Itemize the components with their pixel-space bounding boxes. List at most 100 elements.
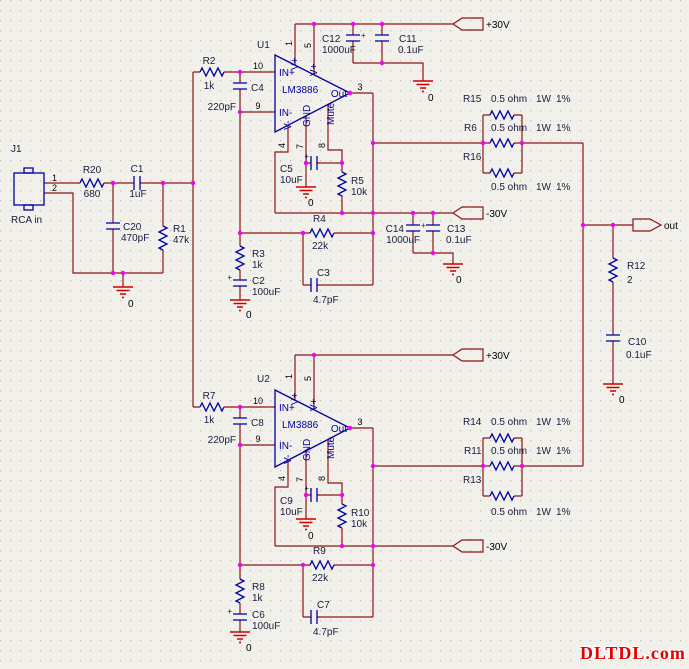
c1-value: 1uF (129, 189, 146, 200)
c11-symbol (375, 34, 389, 42)
capacitor-C6: + C6 100uF (227, 607, 280, 632)
c9-plus: + (304, 484, 309, 493)
u1-triangle (274, 53, 352, 134)
r14-tol: 1% (556, 417, 571, 428)
power-port-p30-ch2: +30V (451, 348, 510, 362)
capacitor-C13: C13 0.1uF (426, 224, 472, 246)
junction-dot (379, 21, 385, 27)
resistor-bank-ch1: R15 0.5 ohm 1W 1% R6 0.5 ohm 1W 1% R16 0… (463, 94, 571, 193)
r10-ref: R10 (351, 508, 370, 519)
u2-vplus2-label: V+ (309, 398, 320, 411)
c3-ref: C3 (317, 268, 330, 279)
out-port-shape (632, 218, 663, 232)
ground-c13: 0 (442, 263, 464, 286)
u1-vplus1-label: V+ (290, 57, 301, 70)
r11-ref: R11 (464, 446, 482, 457)
power-port-n30-ch1: -30V (451, 206, 507, 220)
p30-ch2-label: +30V (486, 351, 510, 362)
r15-watt: 1W (536, 94, 552, 105)
r20-value: 680 (84, 189, 101, 200)
junction-dot (110, 270, 116, 276)
ground-label: 0 (128, 299, 134, 310)
power-port-n30-ch2: -30V (451, 539, 507, 553)
junction-dot (300, 230, 306, 236)
capacitor-C20: C20 470pF (106, 222, 149, 244)
junction-dot (237, 442, 243, 448)
junction-dot (430, 250, 436, 256)
r13-tol: 1% (556, 507, 571, 518)
r6-ref: R6 (464, 123, 477, 134)
ground-c2: 0 (229, 299, 252, 321)
r3-value: 1k (252, 260, 264, 271)
n30-ch2-shape (451, 539, 484, 553)
u1-pin5: 5 (303, 43, 313, 48)
r9-value: 22k (312, 573, 329, 584)
wires-output (583, 224, 633, 384)
c2-plus: + (227, 273, 232, 282)
junction-dot (370, 140, 376, 146)
u2-vplus1-label: V+ (290, 392, 301, 405)
junction-dot (379, 60, 385, 66)
u1-mute-label: Mute (326, 102, 337, 125)
c1-symbol (133, 176, 141, 190)
power-port-p30-ch1: +30V (451, 17, 510, 31)
junction-dot (370, 543, 376, 549)
r1-value: 47k (173, 235, 190, 246)
r16-value: 0.5 ohm (491, 182, 527, 193)
junction-dot (370, 463, 376, 469)
junction-dot (237, 404, 243, 410)
u2-in-plus-label: IN+ (279, 403, 295, 414)
r12-ref: R12 (627, 261, 646, 272)
capacitor-C7: C7 4.7pF (310, 600, 339, 638)
ground-label: 0 (619, 395, 625, 406)
u1-pin7: 7 (295, 144, 305, 149)
ground-c5: 0 (295, 186, 317, 209)
junction-dot (370, 230, 376, 236)
ground-c11: 0 (412, 80, 434, 104)
u2-mute-label: Mute (326, 436, 337, 459)
junction-dot (480, 140, 486, 146)
capacitor-C4: C4 220pF (208, 82, 264, 113)
junction-dot (370, 562, 376, 568)
p30-ch1-shape (451, 17, 484, 31)
capacitor-C3: C3 4.7pF (310, 268, 339, 306)
c14-ref: C14 (386, 224, 405, 235)
r15-value: 0.5 ohm (491, 94, 527, 105)
c14-plus: + (421, 221, 426, 230)
ground-input: 0 (112, 286, 134, 310)
u1-out-label: Out (331, 89, 347, 100)
resistor-R2: R2 1k (199, 56, 225, 92)
c7-ref: C7 (317, 600, 330, 611)
c13-value: 0.1uF (446, 235, 472, 246)
opamp-U2: U2 IN+ IN- LM3886 Out V+ V+ V- GND Mute … (253, 374, 363, 482)
junction-dot (120, 270, 126, 276)
u2-out-label: Out (331, 424, 347, 435)
junction-dot (370, 210, 376, 216)
c5-plus: + (304, 152, 309, 161)
junction-dot (350, 21, 356, 27)
c6-symbol (233, 613, 247, 621)
r1-ref: R1 (173, 224, 186, 235)
c13-ref: C13 (447, 224, 466, 235)
capacitor-C8: C8 220pF (208, 417, 264, 446)
junction-dot (430, 210, 436, 216)
watermark-logo: DLTDL.com (580, 643, 686, 663)
p30-ch1-label: +30V (486, 20, 510, 31)
r16-watt: 1W (536, 182, 552, 193)
junction-dot (311, 21, 317, 27)
r12-value: 2 (627, 275, 633, 286)
c6-value: 100uF (252, 621, 280, 632)
ground-c6: 0 (229, 631, 252, 654)
u2-pin3: 3 (357, 417, 362, 427)
u1-in-minus-label: IN- (279, 108, 292, 119)
junction-dot (237, 109, 243, 115)
r13-watt: 1W (536, 507, 552, 518)
junction-dot (303, 160, 309, 166)
c4-value: 220pF (208, 102, 236, 113)
wires-channel1 (193, 23, 584, 466)
r11-tol: 1% (556, 446, 571, 457)
capacitor-C12: + C12 1000uF (322, 31, 366, 56)
resistor-R8: R8 1k (235, 578, 265, 604)
